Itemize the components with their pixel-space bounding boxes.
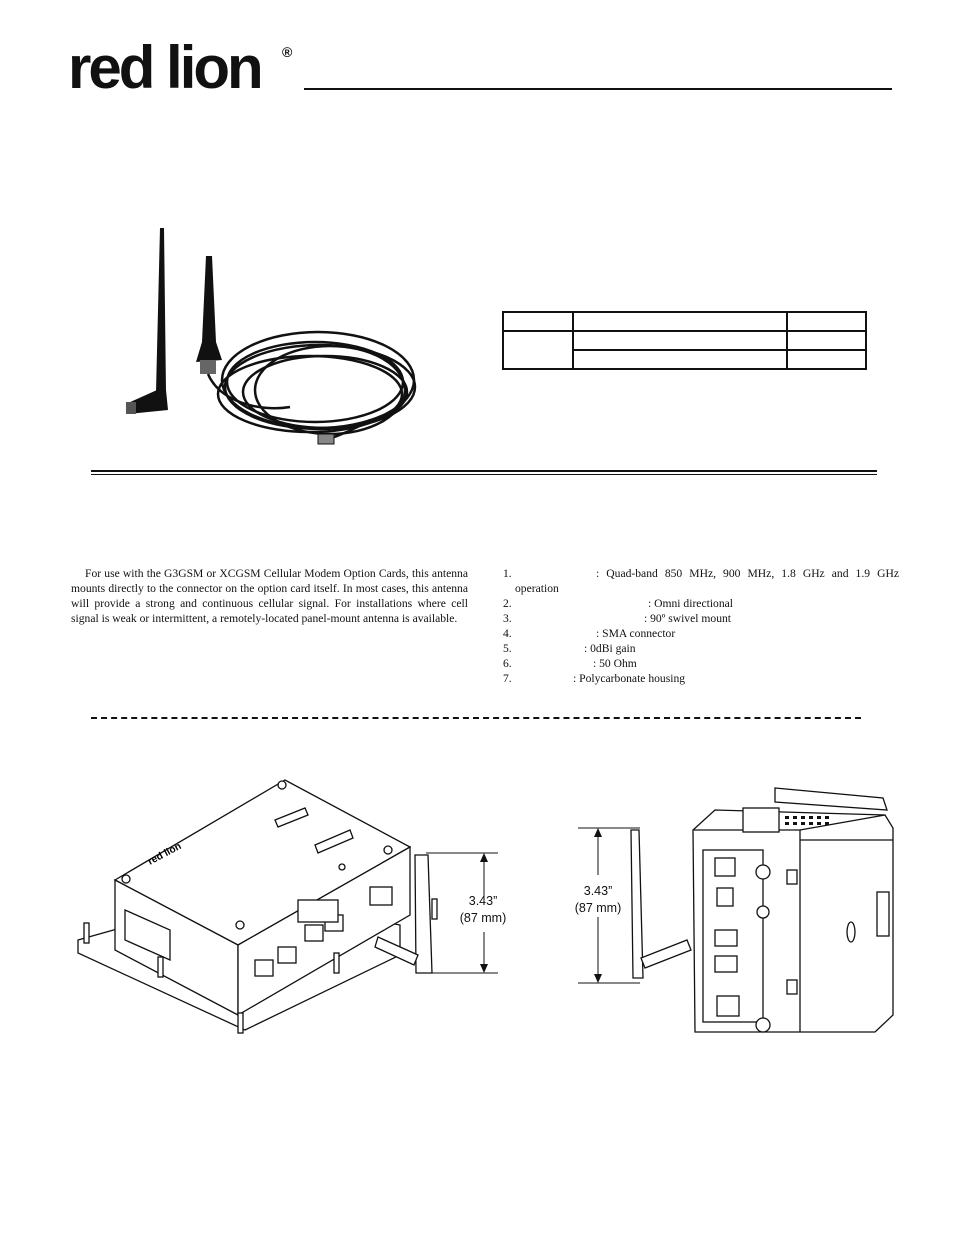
list-item: 6. : 50 Ohm <box>503 656 899 671</box>
g3-panel-illustration: red lion <box>77 779 438 1034</box>
section-divider <box>91 470 877 472</box>
spec-value: : SMA connector <box>596 627 676 640</box>
header-rule <box>304 88 892 90</box>
spec-number: 3. <box>503 612 512 625</box>
spec-value: : Quad-band 850 MHz, 900 MHz, 1.8 GHz an… <box>596 567 899 580</box>
registered-mark: ® <box>282 44 293 60</box>
spec-number: 4. <box>503 627 512 640</box>
red-lion-logo: red lion ® <box>68 38 292 98</box>
spec-number: 6. <box>503 657 512 670</box>
list-item: 7. : Polycarbonate housing <box>503 671 899 686</box>
antenna-product-image <box>126 228 417 445</box>
table-row <box>502 330 867 370</box>
section-divider-thin <box>91 474 877 475</box>
table-cell <box>786 349 867 370</box>
description-paragraph: For use with the G3GSM or XCGSM Cellular… <box>71 567 468 625</box>
specifications-list: 1. : Quad-band 850 MHz, 900 MHz, 1.8 GHz… <box>503 566 899 686</box>
table-cell <box>572 311 788 332</box>
left-dimension-arrow <box>426 852 498 974</box>
list-item: 2. : Omni directional <box>503 596 899 611</box>
table-cell <box>786 311 867 332</box>
part-number-table <box>502 311 867 370</box>
spec-number: 5. <box>503 642 512 655</box>
table-cell <box>502 330 574 370</box>
list-item: 4. : SMA connector <box>503 626 899 641</box>
list-item: operation <box>503 581 899 596</box>
list-item: 3. : 90º swivel mount <box>503 611 899 626</box>
list-item: 5. : 0dBi gain <box>503 641 899 656</box>
spec-value: : 50 Ohm <box>593 657 637 670</box>
dimension-inches: 3.43” <box>583 884 613 898</box>
dashed-separator <box>91 717 861 719</box>
spec-value: : Omni directional <box>648 597 734 610</box>
dimension-mm: (87 mm) <box>459 911 507 925</box>
table-row <box>503 349 867 370</box>
spec-continuation: operation <box>515 582 559 595</box>
spec-value: : 90º swivel mount <box>644 612 732 625</box>
list-item: 1. : Quad-band 850 MHz, 900 MHz, 1.8 GHz… <box>503 566 899 581</box>
table-cell <box>786 330 867 351</box>
spec-number: 2. <box>503 597 512 610</box>
spec-value: : Polycarbonate housing <box>573 672 686 685</box>
left-dimension-label: 3.43” (87 mm) <box>450 893 516 927</box>
logo-text: red lion <box>68 34 264 101</box>
table-row <box>502 311 867 332</box>
dimension-mm: (87 mm) <box>574 901 622 915</box>
table-cell <box>502 311 574 332</box>
table-cell <box>572 330 788 351</box>
dimension-inches: 3.43” <box>468 894 498 908</box>
right-dimension-label: 3.43” (87 mm) <box>565 883 631 917</box>
spec-number: 7. <box>503 672 512 685</box>
table-cell <box>572 349 788 370</box>
xc-module-illustration <box>630 787 894 1033</box>
spec-number: 1. <box>503 567 512 580</box>
right-dimension-arrow <box>578 827 640 984</box>
spec-value: : 0dBi gain <box>584 642 636 655</box>
